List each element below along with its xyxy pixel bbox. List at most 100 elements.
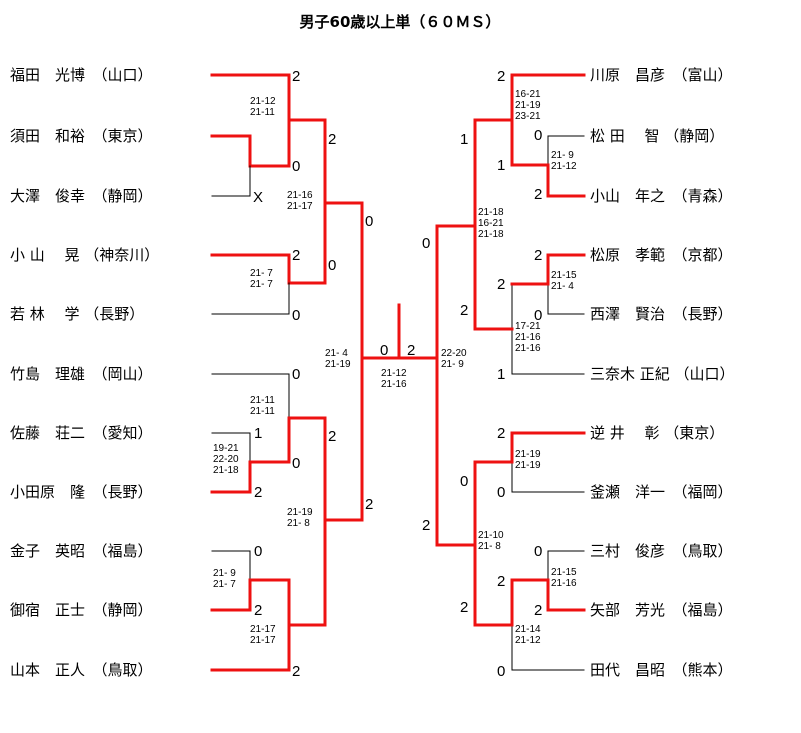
point-score-r4: 2 [534,247,542,264]
bracket-line-winner [473,543,514,627]
point-score-l5: 0 [292,307,300,324]
point-score-l6: 0 [292,366,300,383]
point-score-l-pr5-out: 0 [292,455,300,472]
point-score-l-r2b-top: 2 [328,428,336,445]
left-player-name: 大澤 俊幸 （静岡） [10,187,153,205]
bracket-line-loser [211,373,290,419]
bracket-line-loser [211,282,290,315]
bracket-line-winner [287,416,327,464]
bracket-line-loser [547,550,585,581]
point-score-l4: 2 [292,247,300,264]
point-score-l7: 1 [254,425,262,442]
bracket-line-winner [510,118,586,198]
point-score-r9: 0 [534,543,542,560]
right-player-name: 西澤 賢治 （長野） [590,305,733,323]
bracket-line-winner [323,346,364,522]
point-score-r11: 0 [497,663,505,680]
point-score-r-pr7-out: 0 [460,473,468,490]
left-player-name: 小田原 隆 （長野） [10,483,153,501]
bracket-line-winner [510,578,586,627]
bracket-line-winner [473,118,514,228]
left-player-name: 佐藤 荘二 （愛知） [10,424,153,442]
point-score-l1: 2 [292,68,300,85]
right-player-name: 三村 俊彦 （鳥取） [590,542,733,560]
point-score-r-sf-bot: 2 [422,517,430,534]
right-player-name: 松 田 智 （静岡） [590,127,724,145]
bracket-title: 男子60歳以上単（６０ＭＳ） [300,13,501,31]
bracket-line-winner [287,118,327,205]
point-score-final-right: 2 [407,342,415,359]
point-score-l3: X [253,189,263,206]
bracket-lines [210,73,586,672]
point-score-final-left: 0 [380,342,388,359]
left-player-name: 山本 正人 （鳥取） [10,661,153,679]
player-names: 福田 光博 （山口） 川原 昌彦 （富山） 須田 和裕 （東京） 松 田 智 （静岡）… [10,66,735,679]
point-score-l-sf-top: 0 [365,213,373,230]
point-score-l10: 2 [254,602,262,619]
left-player-name: 竹島 理雄 （岡山） [10,365,153,383]
bracket-line-loser [547,135,585,166]
right-player-name: 矢部 芳光 （福島） [590,601,733,619]
right-player-name: 逆 井 彰 （東京） [590,424,724,442]
point-score-r-pr9-out: 2 [497,573,505,590]
right-player-name: 田代 昌昭 （熊本） [590,661,733,679]
point-score-l11: 2 [292,663,300,680]
bracket-line-winner [473,460,514,547]
bracket-line-winner [435,356,477,547]
point-score-r-r2a-bot: 2 [460,302,468,319]
bracket-line-winner [210,416,291,494]
point-score-r-r2b-top: 2 [460,599,468,616]
bracket-line-winner [323,201,364,350]
right-player-name: 川原 昌彦 （富山） [590,66,733,84]
point-score-r-sf-top: 0 [422,235,430,252]
point-score-r2: 0 [534,127,542,144]
point-score-r1: 2 [497,68,505,85]
point-score-r7: 2 [497,425,505,442]
point-score-r8: 0 [497,484,505,501]
point-score-r6: 1 [497,366,505,383]
bracket-line-winner [210,578,291,612]
left-player-name: 福田 光博 （山口） [10,66,153,84]
point-score-r10: 2 [534,602,542,619]
point-score-l9: 0 [254,543,262,560]
left-player-name: 須田 和裕 （東京） [10,127,153,145]
bracket-line-winner [435,224,477,360]
right-player-name: 三奈木 正紀 （山口） [590,365,735,383]
bracket-line-loser [511,461,585,493]
bracket-line-winner [210,73,291,122]
left-player-name: 御宿 正士 （静岡） [10,601,153,619]
bracket-line-loser [211,165,251,197]
point-score-l-sf-bot: 2 [365,496,373,513]
left-player-name: 若 林 学 （長野） [10,305,144,323]
right-player-name: 釜瀬 洋一 （福岡） [590,483,733,501]
bracket-line-loser [211,550,251,581]
right-player-name: 小山 年之 （青森） [590,187,733,205]
bracket-line-winner [510,431,586,464]
bracket-line-loser [511,328,585,375]
bracket-line-winner [210,118,291,168]
left-player-name: 金子 英昭 （福島） [10,542,153,560]
left-player-name: 小 山 晃 （神奈川） [10,246,159,264]
bracket-line-winner [546,253,586,286]
